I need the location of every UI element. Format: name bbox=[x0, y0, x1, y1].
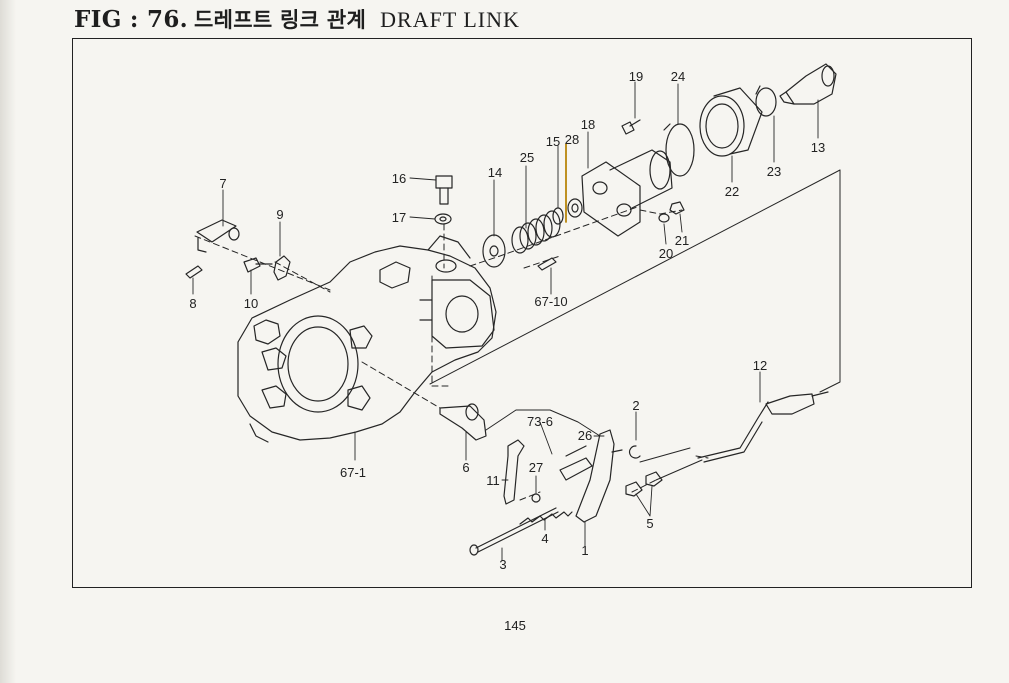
part-22-boot bbox=[699, 87, 763, 157]
callout-6: 6 bbox=[462, 460, 469, 475]
part-9-clip bbox=[273, 255, 291, 281]
transmission-housing-drawing bbox=[237, 235, 497, 443]
callout-27: 27 bbox=[529, 460, 543, 475]
part-11-arm bbox=[503, 439, 525, 505]
part-28-ring bbox=[565, 143, 583, 223]
part-14-plate bbox=[482, 234, 506, 268]
page-title: FIG : 76.드레프트 링크 관계 DRAFT LINK bbox=[74, 4, 520, 34]
part-19-bolt bbox=[621, 119, 641, 135]
assembly-centerlines bbox=[194, 205, 709, 501]
callout-67-1: 67-1 bbox=[340, 465, 366, 480]
callout-labels: 7 8 9 10 16 17 14 25 15 28 18 19 24 22 2… bbox=[189, 69, 825, 572]
part-7-lever bbox=[196, 219, 240, 253]
callout-18: 18 bbox=[581, 117, 595, 132]
callout-13: 13 bbox=[811, 140, 825, 155]
figure-number: FIG : 76. bbox=[74, 6, 188, 33]
part-26-lever bbox=[575, 429, 623, 523]
callout-73-6: 73-6 bbox=[527, 414, 553, 429]
part-20-21-nuts bbox=[658, 201, 685, 223]
callout-10: 10 bbox=[244, 296, 258, 311]
part-3-rod bbox=[469, 507, 559, 556]
page-number: 145 bbox=[504, 618, 526, 633]
part-27-pin bbox=[531, 493, 541, 503]
part-16-bolt bbox=[435, 175, 453, 205]
callout-12: 12 bbox=[753, 358, 767, 373]
callout-25: 25 bbox=[520, 150, 534, 165]
callout-23: 23 bbox=[767, 164, 781, 179]
callout-7: 7 bbox=[219, 176, 226, 191]
callout-22: 22 bbox=[725, 184, 739, 199]
callout-67-10: 67-10 bbox=[534, 294, 567, 309]
part-6-shaft bbox=[439, 403, 487, 441]
callout-15: 15 bbox=[546, 134, 560, 149]
callout-8: 8 bbox=[189, 296, 196, 311]
callout-3: 3 bbox=[499, 557, 506, 572]
callout-4: 4 bbox=[541, 531, 548, 546]
part-17-washer bbox=[434, 213, 452, 225]
callout-2: 2 bbox=[632, 398, 639, 413]
callout-5: 5 bbox=[646, 516, 653, 531]
callout-26: 26 bbox=[578, 428, 592, 443]
guide-lines bbox=[429, 169, 841, 481]
part-13-fitting bbox=[779, 63, 837, 105]
part-10-bolt bbox=[243, 257, 273, 273]
callout-1: 1 bbox=[581, 543, 588, 558]
callout-19: 19 bbox=[629, 69, 643, 84]
callout-14: 14 bbox=[488, 165, 502, 180]
callout-16: 16 bbox=[392, 171, 406, 186]
part-12-rod bbox=[697, 391, 829, 463]
callout-11: 11 bbox=[486, 473, 500, 488]
part-5-nuts bbox=[625, 471, 663, 497]
part-24-clamp bbox=[663, 123, 695, 177]
callout-21: 21 bbox=[675, 233, 689, 248]
callout-20: 20 bbox=[659, 246, 673, 261]
callout-9: 9 bbox=[276, 207, 283, 222]
page-binding-shadow bbox=[0, 0, 16, 683]
title-english: DRAFT LINK bbox=[380, 7, 520, 32]
part-25-spring bbox=[511, 210, 561, 254]
part-67-10-pin bbox=[537, 257, 557, 271]
callout-28: 28 bbox=[565, 132, 579, 147]
part-73-6-bolt bbox=[559, 445, 593, 481]
part-2-clip bbox=[628, 445, 641, 459]
callout-17: 17 bbox=[392, 210, 406, 225]
callout-24: 24 bbox=[671, 69, 685, 84]
title-korean: 드레프트 링크 관계 bbox=[193, 8, 367, 32]
part-8-pin bbox=[185, 265, 203, 279]
part-23-clip bbox=[755, 85, 777, 117]
leader-lines bbox=[192, 81, 819, 561]
part-18-cylinder bbox=[581, 149, 673, 237]
diagram-frame bbox=[72, 38, 972, 588]
